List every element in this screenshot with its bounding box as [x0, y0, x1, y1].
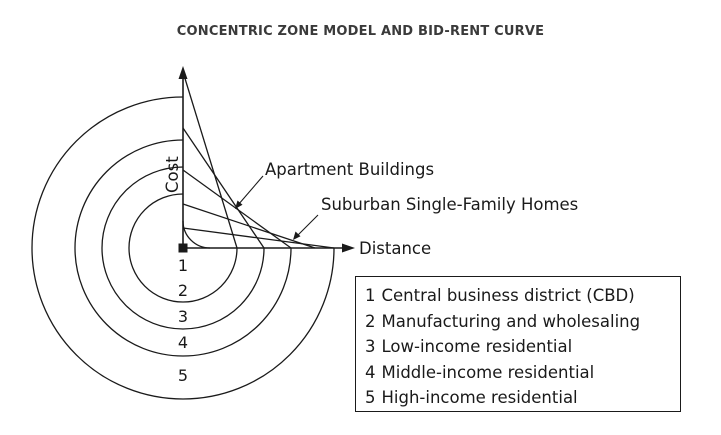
zone-number-2: 2	[178, 281, 188, 300]
diagram-title: CONCENTRIC ZONE MODEL AND BID-RENT CURVE	[176, 24, 545, 39]
zone-number-1: 1	[178, 256, 188, 275]
zone-boundary-3	[101, 166, 265, 330]
cbd-marker	[178, 243, 188, 253]
legend-number: 3	[365, 337, 376, 356]
legend-label: Central business district (CBD)	[381, 286, 635, 305]
legend-item-5: 5 High-income residential	[365, 385, 680, 411]
zone-boundary-4	[74, 139, 292, 357]
zone-boundary-2	[128, 193, 238, 303]
suburban-label: Suburban Single-Family Homes	[321, 195, 578, 214]
bid-rent-line-low-income	[182, 169, 292, 249]
zone-number-3: 3	[178, 307, 188, 326]
distance-axis-arrowhead	[342, 243, 355, 253]
bid-rent-line-cbd	[182, 71, 238, 249]
bid-rent-line-manufacturing	[182, 127, 265, 249]
zone-boundary-5	[31, 96, 335, 400]
suburban-pointer	[295, 214, 319, 238]
legend-number: 5	[365, 388, 376, 407]
legend-label: High-income residential	[381, 388, 578, 407]
legend-number: 2	[365, 311, 376, 331]
apartment-pointer	[237, 175, 264, 206]
apartment-pointer-arrowhead	[235, 200, 243, 209]
legend-item-1: 1 Central business district (CBD)	[365, 283, 680, 309]
cost-axis-label: Cost	[163, 156, 182, 193]
legend-label: Middle-income residential	[381, 362, 595, 382]
bid-rent-line-middle-income	[182, 203, 316, 249]
legend-label: Manufacturing and wholesaling	[381, 311, 641, 331]
distance-axis-label: Distance	[359, 239, 431, 258]
zone-number-5: 5	[178, 366, 188, 385]
legend-item-3: 3 Low-income residential	[365, 334, 680, 360]
zone-number-4: 4	[178, 333, 188, 352]
legend-number: 1	[365, 286, 376, 305]
suburban-pointer-arrowhead	[293, 231, 301, 240]
apartment-label: Apartment Buildings	[265, 160, 434, 179]
bid-rent-line-high-income	[182, 227, 335, 249]
legend-number: 4	[365, 362, 376, 382]
legend-label: Low-income residential	[381, 337, 573, 356]
